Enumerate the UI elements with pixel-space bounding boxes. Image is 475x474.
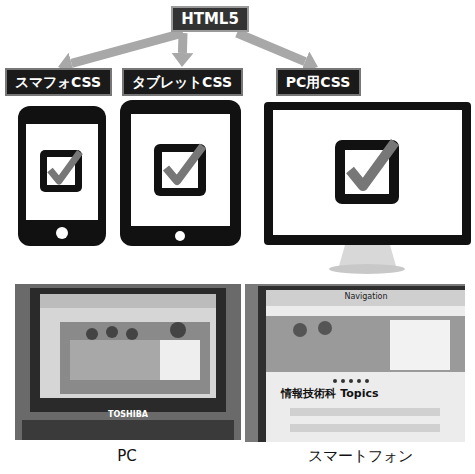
caption-label: PC [117, 448, 137, 465]
screen-text: 情報技術科 Topics [281, 388, 378, 401]
caption-label: スマートフォン [308, 448, 413, 465]
box-label: PC用CSS [286, 70, 351, 94]
tablet-icon [120, 100, 241, 246]
css-box: タブレットCSS [122, 68, 243, 96]
screen-text: TOSHIBA [108, 410, 148, 419]
flow-arrow [72, 33, 183, 63]
css-box: PC用CSS [276, 68, 361, 96]
box-label: スマフォCSS [15, 70, 101, 94]
phone-icon [18, 106, 106, 246]
pc-photo [15, 284, 241, 440]
flow-arrow [178, 33, 188, 53]
source-box: HTML5 [171, 6, 249, 32]
box-label: HTML5 [181, 8, 239, 30]
monitor-icon [264, 102, 471, 274]
css-box: スマフォCSS [5, 68, 112, 96]
screen-text: Navigation [344, 292, 387, 301]
flow-arrow [237, 33, 305, 62]
box-label: タブレットCSS [132, 70, 232, 94]
phone-photo [245, 284, 465, 442]
